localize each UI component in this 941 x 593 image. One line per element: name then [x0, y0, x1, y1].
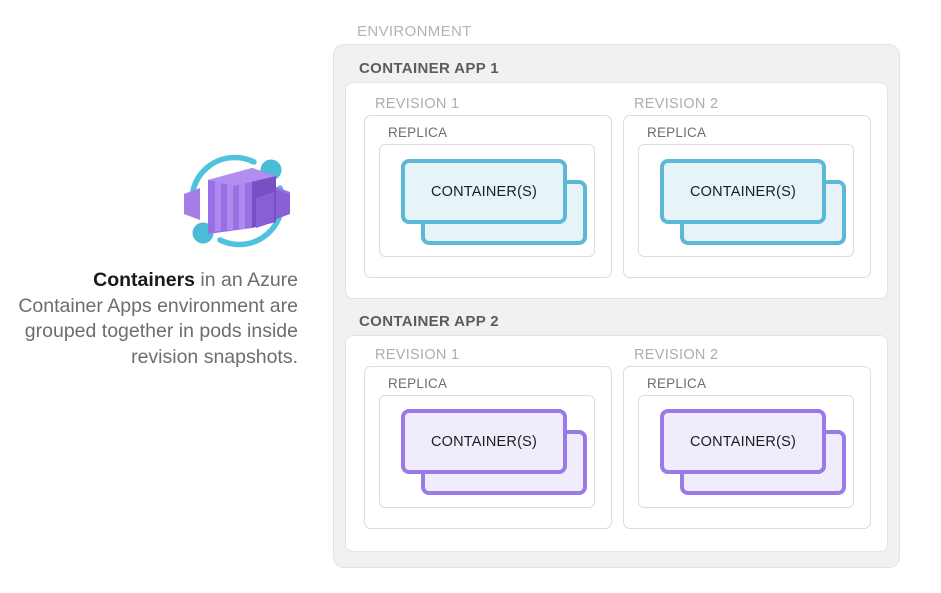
environment-label: ENVIRONMENT	[357, 23, 472, 40]
app1-revision-1-container-stack: CONTAINER(S)	[401, 159, 587, 245]
caption-lead: Containers	[93, 269, 196, 291]
app1-revision-1-label: REVISION 1	[375, 96, 460, 112]
app1-revision-2-container-stack: CONTAINER(S)	[660, 159, 846, 245]
container-label: CONTAINER(S)	[689, 433, 797, 450]
container-box-front: CONTAINER(S)	[401, 159, 567, 224]
left-illustration-panel: Containers in an Azure Container Apps en…	[0, 0, 320, 593]
app2-revision-2-container-stack: CONTAINER(S)	[660, 409, 846, 495]
container-app-1-label: CONTAINER APP 1	[359, 60, 499, 77]
app1-revision-2-label: REVISION 2	[634, 96, 719, 112]
app2-revision-1-label: REVISION 1	[375, 347, 460, 363]
container-box-front: CONTAINER(S)	[660, 159, 826, 224]
container-label: CONTAINER(S)	[689, 183, 797, 200]
app2-revision-2-replica-label: REPLICA	[647, 376, 707, 391]
azure-container-apps-logo	[178, 142, 296, 260]
container-app-2-label: CONTAINER APP 2	[359, 313, 499, 330]
container-label: CONTAINER(S)	[430, 433, 538, 450]
container-box-front: CONTAINER(S)	[660, 409, 826, 474]
caption-text: Containers in an Azure Container Apps en…	[6, 268, 298, 370]
app2-revision-1-replica-label: REPLICA	[388, 376, 448, 391]
app2-revision-1-container-stack: CONTAINER(S)	[401, 409, 587, 495]
caption-rest: in an Azure Container Apps environment a…	[18, 269, 298, 368]
container-label: CONTAINER(S)	[430, 183, 538, 200]
app1-revision-1-replica-label: REPLICA	[388, 125, 448, 140]
app1-revision-2-replica-label: REPLICA	[647, 125, 707, 140]
app2-revision-2-label: REVISION 2	[634, 347, 719, 363]
container-box-front: CONTAINER(S)	[401, 409, 567, 474]
